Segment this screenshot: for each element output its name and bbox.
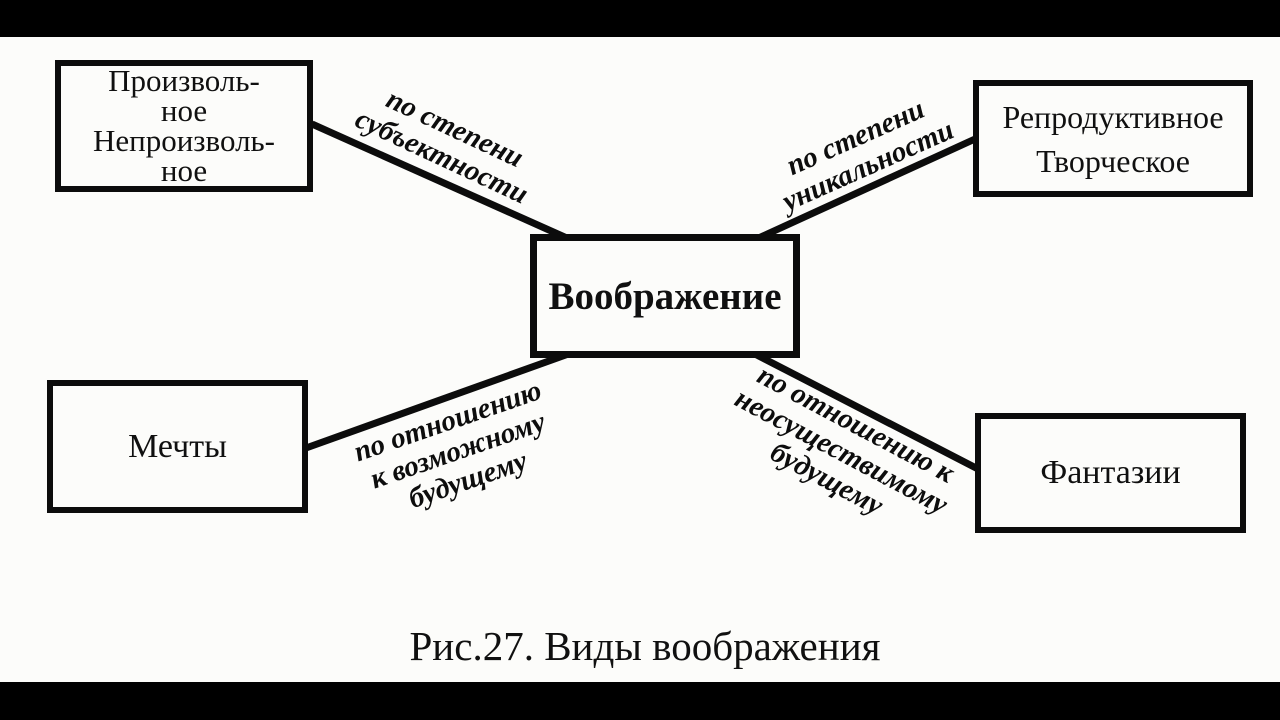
node-imagination-center: Воображение [530, 234, 800, 358]
node-text-line: ное [160, 153, 208, 188]
letterbox-bottom [0, 682, 1280, 720]
node-text-line: Воображение [548, 274, 782, 318]
node-dreams: Мечты [47, 380, 308, 513]
connector-line-bottom-right [751, 349, 980, 473]
connector-line-top-left [310, 120, 580, 247]
node-text-line: ное [160, 93, 208, 128]
connector-line-top-right [750, 135, 977, 245]
node-text-line: Мечты [128, 427, 227, 465]
node-text-line: Произволь- [108, 63, 260, 98]
node-text-line: Репродуктивное [1002, 98, 1224, 135]
figure-caption: Рис.27. Виды воображения [409, 623, 881, 669]
node-text-line: Непроизволь- [92, 123, 276, 158]
node-voluntary-involuntary: Произволь- ное Непроизволь- ное [55, 60, 313, 192]
connector-line-bottom-left [304, 348, 576, 452]
node-reproductive-creative: Репродуктивное Творческое [973, 80, 1253, 197]
node-text-line: Фантазии [1040, 454, 1181, 491]
node-text-line: Творческое [1036, 142, 1190, 179]
node-fantasies: Фантазии [975, 413, 1246, 533]
letterbox-top [0, 0, 1280, 37]
